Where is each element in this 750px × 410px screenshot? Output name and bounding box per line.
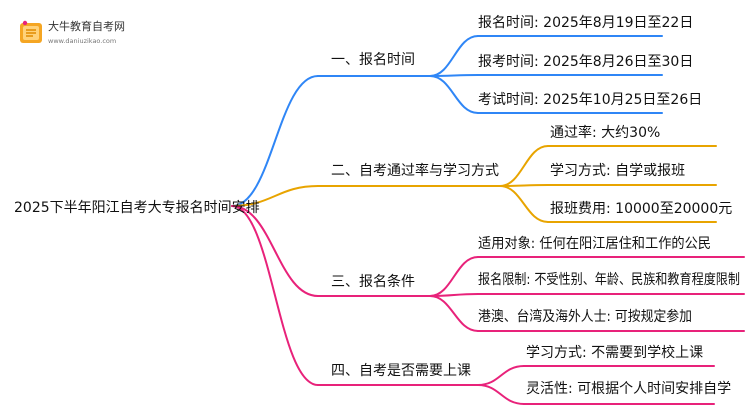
branch-node: 四、自考是否需要上课 xyxy=(331,363,471,379)
root-node: 2025下半年阳江自考大专报名时间安排 xyxy=(14,200,260,216)
leaf-node: 港澳、台湾及海外人士: 可按规定参加 xyxy=(478,308,692,325)
logo-url: www.daniuzikao.com xyxy=(48,37,116,45)
leaf-node: 适用对象: 任何在阳江居住和工作的公民 xyxy=(478,236,711,252)
leaf-node: 报名限制: 不受性别、年龄、民族和教育程度限制 xyxy=(478,272,740,288)
connector-line xyxy=(231,75,319,207)
leaf-node: 报考时间: 2025年8月26日至30日 xyxy=(478,54,693,70)
leaf-node: 报班费用: 10000至20000元 xyxy=(550,201,732,217)
branch-label: 二、自考通过率与学习方式 xyxy=(331,162,499,179)
branch-label: 三、报名条件 xyxy=(331,273,415,290)
connector-line xyxy=(429,256,479,297)
book-icon xyxy=(20,20,42,43)
connector-lines xyxy=(231,35,745,405)
branch-node: 二、自考通过率与学习方式 xyxy=(331,162,499,179)
leaf-node: 学习方式: 自学或报班 xyxy=(550,163,685,179)
connector-line xyxy=(499,185,549,223)
connector-line xyxy=(477,365,525,386)
connector-line xyxy=(499,145,549,187)
leaf-node: 学习方式: 不需要到学校上课 xyxy=(526,344,703,361)
connector-line xyxy=(231,205,319,297)
leaf-node: 报名时间: 2025年8月19日至22日 xyxy=(478,15,693,31)
connector-line xyxy=(429,295,479,332)
connector-line xyxy=(477,384,525,405)
leaf-node: 灵活性: 可根据个人时间安排自学 xyxy=(526,381,731,397)
connector-line xyxy=(429,75,479,114)
leaf-node: 通过率: 大约30% xyxy=(550,124,660,141)
site-logo: 大牛教育自考网 www.daniuzikao.com xyxy=(20,19,125,45)
leaf-node: 考试时间: 2025年10月25日至26日 xyxy=(478,92,702,108)
connector-line xyxy=(429,35,479,77)
connector-line xyxy=(231,205,319,386)
branch-node: 一、报名时间 xyxy=(331,52,415,68)
branch-node: 三、报名条件 xyxy=(331,273,415,290)
branch-label: 四、自考是否需要上课 xyxy=(331,363,471,379)
logo-name: 大牛教育自考网 xyxy=(48,19,125,33)
connector-line xyxy=(499,184,549,187)
branch-label: 一、报名时间 xyxy=(331,52,415,68)
connector-line xyxy=(231,185,319,207)
connector-line xyxy=(429,74,479,77)
